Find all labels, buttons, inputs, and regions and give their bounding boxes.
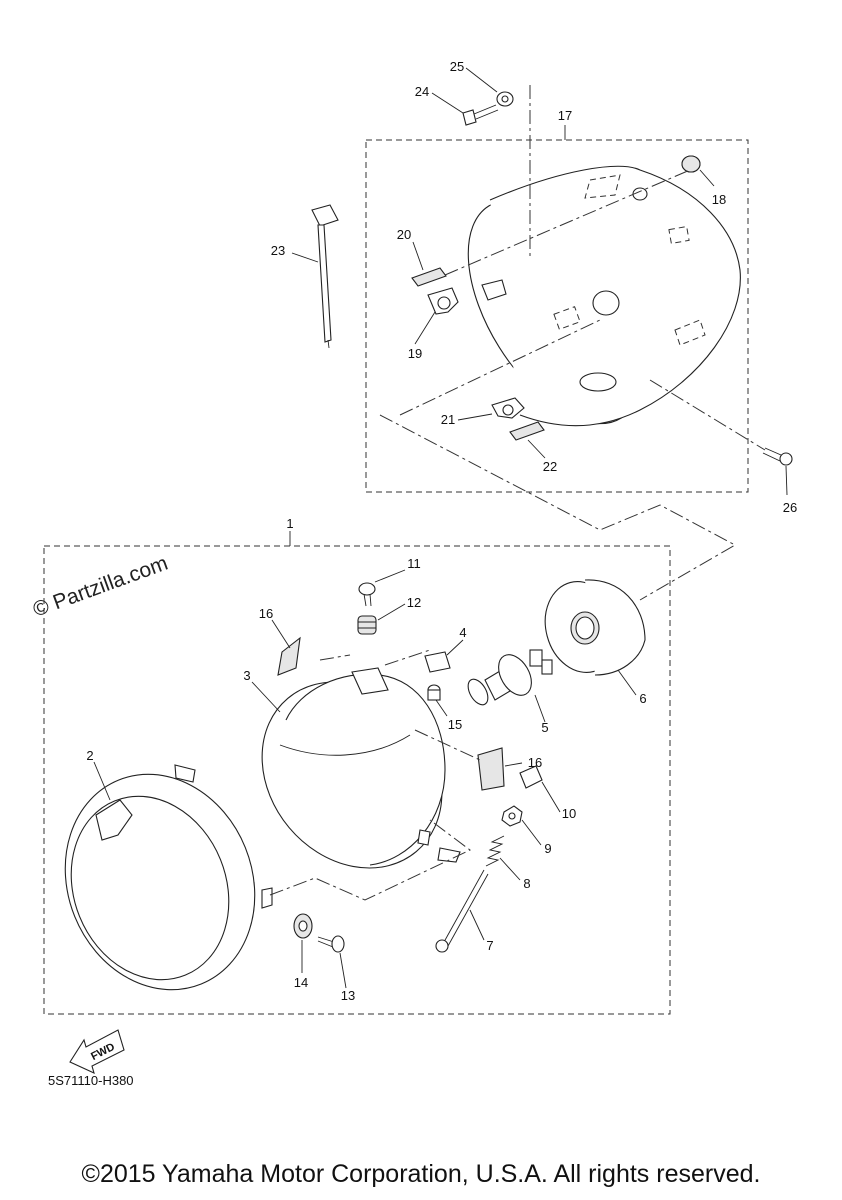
damper-part-14 — [293, 913, 313, 939]
callout-label: 21 — [441, 412, 455, 427]
callout-label: 9 — [544, 841, 551, 856]
callout-label: 5 — [541, 720, 548, 735]
diagram-code: 5S71110-H380 — [48, 1073, 134, 1088]
spring-part-8 — [485, 835, 505, 867]
callout-label: 3 — [243, 668, 250, 683]
grommet-part-12 — [357, 615, 377, 635]
callout-label: 8 — [523, 876, 530, 891]
screw-part-26 — [762, 447, 793, 466]
callout-label: 19 — [408, 346, 422, 361]
callout-label: 10 — [562, 806, 576, 821]
grommet-part-18 — [681, 155, 701, 173]
callout-label: 15 — [448, 717, 462, 732]
callout-label: 4 — [459, 625, 466, 640]
bolt-part-13 — [317, 935, 345, 953]
collar-part-10 — [519, 765, 543, 789]
callout-label: 14 — [294, 975, 308, 990]
pad-part-20 — [411, 267, 447, 287]
pad-part-22 — [509, 421, 545, 441]
reflector-part-16-right — [477, 747, 505, 791]
cable-tie-part-23 — [311, 204, 339, 349]
bolt-part-24 — [462, 104, 499, 126]
nut-part-9 — [501, 805, 523, 827]
clip-nut-part-4 — [424, 651, 451, 673]
screw-part-11 — [358, 582, 376, 607]
callout-label: 11 — [407, 556, 421, 571]
callout-label: 2 — [86, 748, 93, 763]
callout-label: 13 — [341, 988, 355, 1003]
socket-cover-part-6 — [544, 579, 646, 676]
callout-label: 7 — [486, 938, 493, 953]
callout-label: 18 — [712, 192, 726, 207]
callout-label: 16 — [259, 606, 273, 621]
bulb-part-5 — [467, 649, 553, 706]
bolt-part-7 — [435, 869, 489, 953]
callout-label: 25 — [450, 59, 464, 74]
headlight-housing — [467, 85, 741, 427]
headlight-lens-part-3 — [261, 667, 461, 869]
clip-part-19 — [427, 279, 507, 315]
callout-label: 12 — [407, 595, 421, 610]
copyright-notice: ©2015 Yamaha Motor Corporation, U.S.A. A… — [81, 1160, 761, 1188]
assembly-group-box — [43, 545, 671, 1015]
reflector-part-16-left — [277, 636, 301, 676]
headlight-rim-part-2 — [64, 764, 273, 991]
callout-label: 22 — [543, 459, 557, 474]
washer-part-25 — [496, 91, 514, 107]
clip-part-21 — [491, 397, 525, 419]
collar-part-15 — [427, 684, 441, 701]
housing-group-box — [365, 139, 749, 493]
callout-label: 23 — [271, 243, 285, 258]
callout-label: 16 — [528, 755, 542, 770]
callout-label: 6 — [639, 691, 646, 706]
fwd-arrow-icon: FWD — [69, 1029, 125, 1074]
callout-label: 1 — [286, 516, 293, 531]
callout-label: 20 — [397, 227, 411, 242]
callout-label: 24 — [415, 84, 429, 99]
callout-label: 17 — [558, 108, 572, 123]
callout-label: 26 — [783, 500, 797, 515]
